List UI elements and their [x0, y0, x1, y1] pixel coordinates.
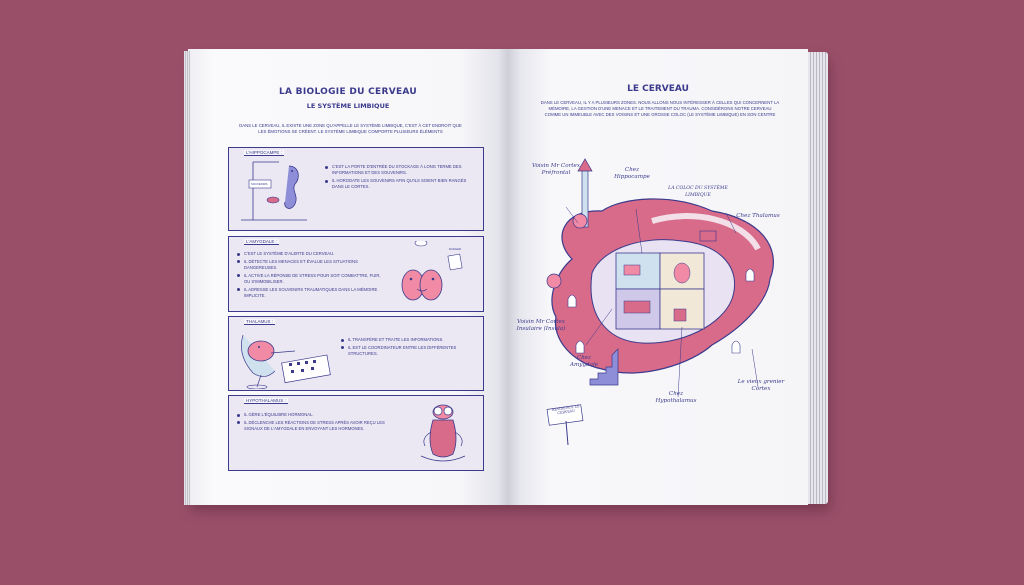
- list-item: IL TRANSFÈRE ET TRAITE LES INFORMATIONS.: [341, 337, 481, 343]
- list-item: C'EST LA PORTE D'ENTRÉE DU STOCKAGE À LO…: [325, 164, 475, 176]
- label-hippocampe: Chez Hippocampe: [614, 167, 650, 180]
- right-page-intro: DANS LE CERVEAU, IL Y A PLUSIEURS ZONES.…: [540, 100, 780, 118]
- list-item: IL ACTIVE LA RÉPONSE DE STRESS POUR SOIT…: [237, 273, 387, 285]
- list-item: IL DÉTECTE LES MENACES ET ÉVALUE LES SIT…: [237, 259, 387, 271]
- list-item: IL EST LE COORDINATEUR ENTRE LES DIFFÉRE…: [341, 345, 481, 357]
- card-label: HYPOTHALAMUS :: [244, 398, 288, 404]
- card-label: THALAMUS :: [244, 319, 276, 325]
- left-page-title: LA BIOLOGIE DU CERVEAU: [278, 87, 418, 97]
- open-book: LA BIOLOGIE DU CERVEAU LE SYSTÈME LIMBIQ…: [184, 49, 832, 511]
- list-item: IL GÈRE L'ÉQUILIBRE HORMONAL.: [237, 412, 397, 418]
- right-page-edges: [808, 52, 828, 504]
- list-item: IL DÉCLENCHE LES RÉACTIONS DE STRESS APR…: [237, 420, 397, 432]
- label-thalamus: Chez Thalamus: [736, 213, 780, 219]
- card-label: L'AMYGDALE :: [244, 239, 279, 245]
- left-page-subtitle: LE SYSTÈME LIMBIQUE: [306, 102, 390, 110]
- label-amygdale: Chez Amygdale: [569, 355, 599, 368]
- card-hippocampe: L'HIPPOCAMPE : SOUVENIRS C'EST LA PORTE …: [228, 147, 484, 231]
- left-page: LA BIOLOGIE DU CERVEAU LE SYSTÈME LIMBIQ…: [188, 49, 508, 505]
- thalamus-illustration: [241, 334, 331, 389]
- label-coloc: LA COLOC DU SYSTÈME LIMBIQUE: [668, 186, 728, 198]
- list-item: IL ADRESSE LES SOUVENIRS TRAUMATIQUES DA…: [237, 287, 387, 299]
- hippocampe-list: C'EST LA PORTE D'ENTRÉE DU STOCKAGE À LO…: [325, 164, 475, 192]
- left-page-intro: DANS LE CERVEAU, IL EXISTE UNE ZONE QU'A…: [239, 123, 462, 135]
- label-prefrontal: Voisin Mr Cortex Préfrontal: [532, 163, 580, 176]
- card-hypothalamus: HYPOTHALAMUS : IL GÈRE L'ÉQUILIBRE HORMO…: [228, 395, 484, 471]
- left-page-edges: [184, 51, 190, 505]
- list-item: IL HORODATE LES SOUVENIRS AFIN QU'ILS SO…: [325, 178, 475, 190]
- card-thalamus: THALAMUS : IL TRANSFÈRE ET TRAITE LES IN…: [228, 316, 484, 391]
- amygdala-illustration: [401, 241, 463, 301]
- right-page-title: LE CERVEAU: [627, 84, 689, 94]
- hypothalamus-list: IL GÈRE L'ÉQUILIBRE HORMONAL. IL DÉCLENC…: [237, 412, 397, 434]
- card-amygdale: L'AMYGDALE : C'EST LE SYSTÈME D'ALERTE D…: [228, 236, 484, 312]
- list-item: C'EST LE SYSTÈME D'ALERTE DU CERVEAU.: [237, 251, 387, 257]
- danger-sign: DANGER: [449, 247, 461, 251]
- thalamus-list: IL TRANSFÈRE ET TRAITE LES INFORMATIONS.…: [341, 337, 481, 359]
- souvenirs-sign: SOUVENIRS: [251, 182, 268, 186]
- card-label: L'HIPPOCAMPE :: [244, 150, 284, 156]
- hypothalamus-illustration: [420, 404, 466, 462]
- right-page: LE CERVEAU DANS LE CERVEAU, IL Y A PLUSI…: [508, 49, 808, 505]
- label-grenier: Le vieux grenier Cortex: [737, 379, 785, 392]
- brain-building-illustration: [546, 158, 774, 446]
- amygdale-list: C'EST LE SYSTÈME D'ALERTE DU CERVEAU. IL…: [237, 251, 387, 300]
- label-hypothalamus: Chez Hypothalamus: [655, 391, 697, 404]
- seahorse-illustration: [241, 161, 307, 221]
- label-insulaire: Voisin Mr Cortex Insulaire (Insula): [516, 319, 566, 332]
